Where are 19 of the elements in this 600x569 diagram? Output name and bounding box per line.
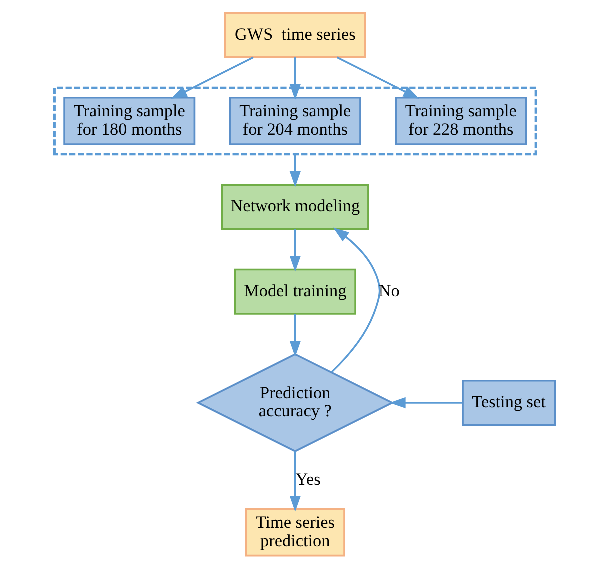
- node-box: Time series prediction: [245, 508, 346, 557]
- edge-label: Yes: [296, 470, 321, 489]
- node-box: Testing set: [462, 380, 556, 426]
- node-box: Network modeling: [221, 184, 370, 230]
- arrow: [290, 230, 301, 272]
- arrow: [290, 452, 301, 512]
- arrow: [331, 228, 381, 374]
- arrow: [290, 154, 301, 188]
- arrow: [171, 56, 254, 99]
- arrow: [390, 397, 463, 409]
- arrow: [290, 314, 301, 358]
- node-box: GWS time series: [224, 12, 366, 58]
- node-box: Training sample for 204 months: [229, 96, 362, 146]
- node-box: Model training: [234, 268, 356, 315]
- node-box: Training sample for 180 months: [64, 96, 196, 146]
- arrow: [336, 56, 420, 99]
- node-diamond: Prediction accuracy ?: [196, 353, 394, 453]
- node-box: Training sample for 228 months: [395, 96, 528, 146]
- arrow: [290, 58, 301, 100]
